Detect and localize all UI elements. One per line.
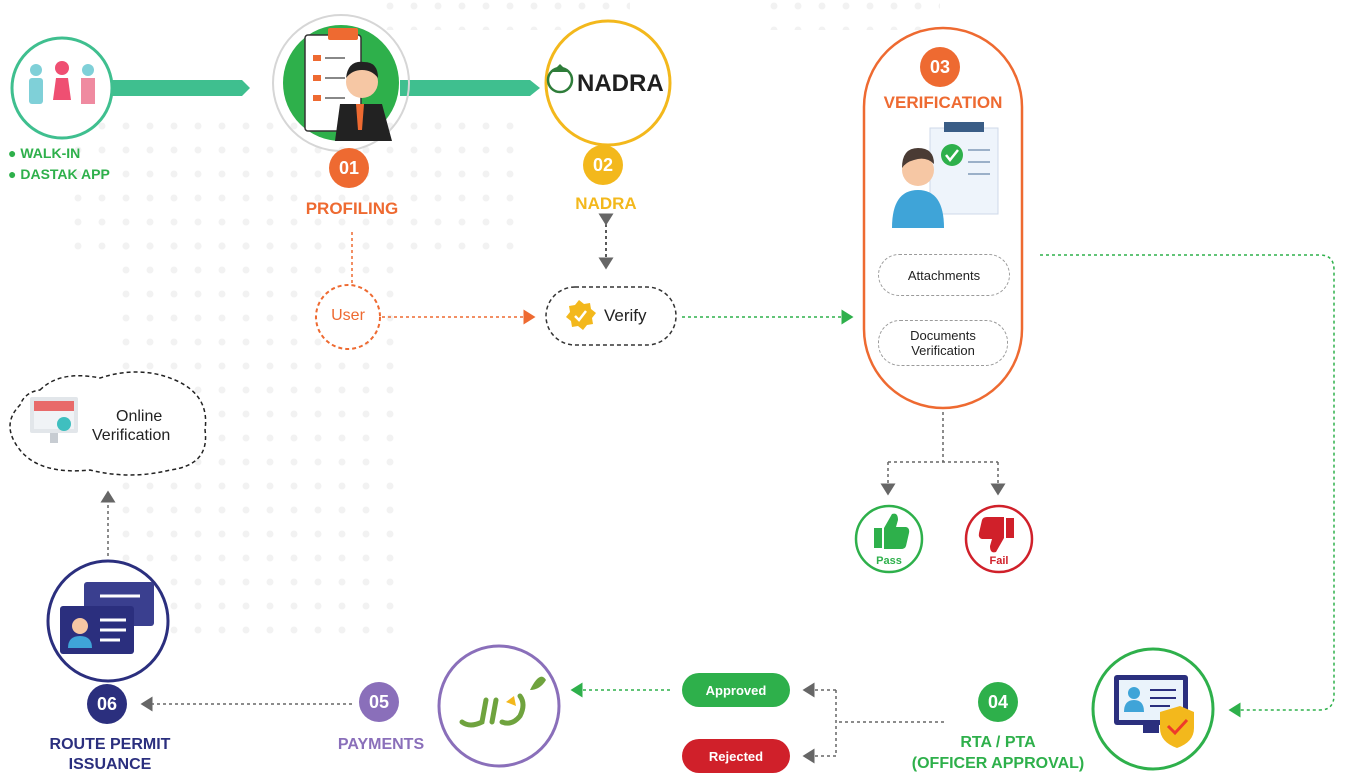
step-04-badge: 04: [978, 682, 1018, 722]
verification-result-branch: [887, 412, 999, 492]
documents-verification-item: Documents Verification: [878, 320, 1008, 366]
dastak-app-label: DASTAK APP: [20, 166, 110, 182]
approved-badge: Approved: [682, 673, 790, 707]
officer-approval-icon: [1091, 647, 1215, 771]
user-node-outline: [315, 284, 381, 350]
verification-illustration-icon: [892, 122, 999, 228]
pass-label: Pass: [876, 555, 902, 567]
fail-label: Fail: [989, 555, 1009, 567]
background-dots: [60, 110, 520, 250]
attachments-item: Attachments: [878, 254, 1010, 296]
step-04-label-line2: (OFFICER APPROVAL): [911, 755, 1085, 772]
monitor-icon: [30, 397, 78, 443]
verification-to-approval-arrow: [1040, 254, 1335, 718]
step-02-label: NADRA: [575, 194, 637, 213]
walk-in-label: WALK-IN: [20, 145, 81, 161]
approval-result-branch: [808, 689, 944, 757]
entry-arrow: [110, 80, 250, 96]
thumbs-up-icon: [854, 504, 924, 574]
user-node-label: User: [331, 307, 365, 324]
step-01-label: PROFILING: [305, 199, 399, 218]
step-01-badge: 01: [329, 148, 369, 188]
verify-badge-icon: [566, 300, 596, 330]
step-06-label-line1: ROUTE PERMIT: [49, 736, 171, 753]
route-permit-icon: [46, 559, 170, 683]
background-dots: [770, 0, 940, 30]
profiling-icon: [272, 14, 410, 152]
step-06-badge: 06: [87, 684, 127, 724]
step-05-badge: 05: [359, 682, 399, 722]
step-04-label-line1: RTA / PTA: [960, 734, 1036, 751]
nadra-logo: [544, 19, 672, 147]
step-02-badge: 02: [583, 145, 623, 185]
step-03-label: VERIFICATION: [883, 93, 1003, 112]
rejected-badge: Rejected: [682, 739, 790, 773]
entry-method-dastak-app: ● DASTAK APP: [8, 166, 110, 182]
payments-logo: [437, 644, 561, 768]
step-06-label-line2: ISSUANCE: [68, 756, 152, 773]
thumbs-down-icon: [964, 504, 1034, 574]
step-03-badge: 03: [920, 47, 960, 87]
step-05-label: PAYMENTS: [337, 736, 425, 753]
online-verification-line2: Verification: [92, 427, 171, 444]
profiling-to-nadra-arrow: [400, 80, 540, 96]
nadra-logo-text: NADRA: [577, 70, 664, 97]
people-icon: [10, 36, 114, 140]
entry-method-walk-in: ● WALK-IN: [8, 145, 81, 161]
online-verification-line1: Online: [116, 408, 163, 425]
verify-node-label: Verify: [604, 306, 647, 325]
